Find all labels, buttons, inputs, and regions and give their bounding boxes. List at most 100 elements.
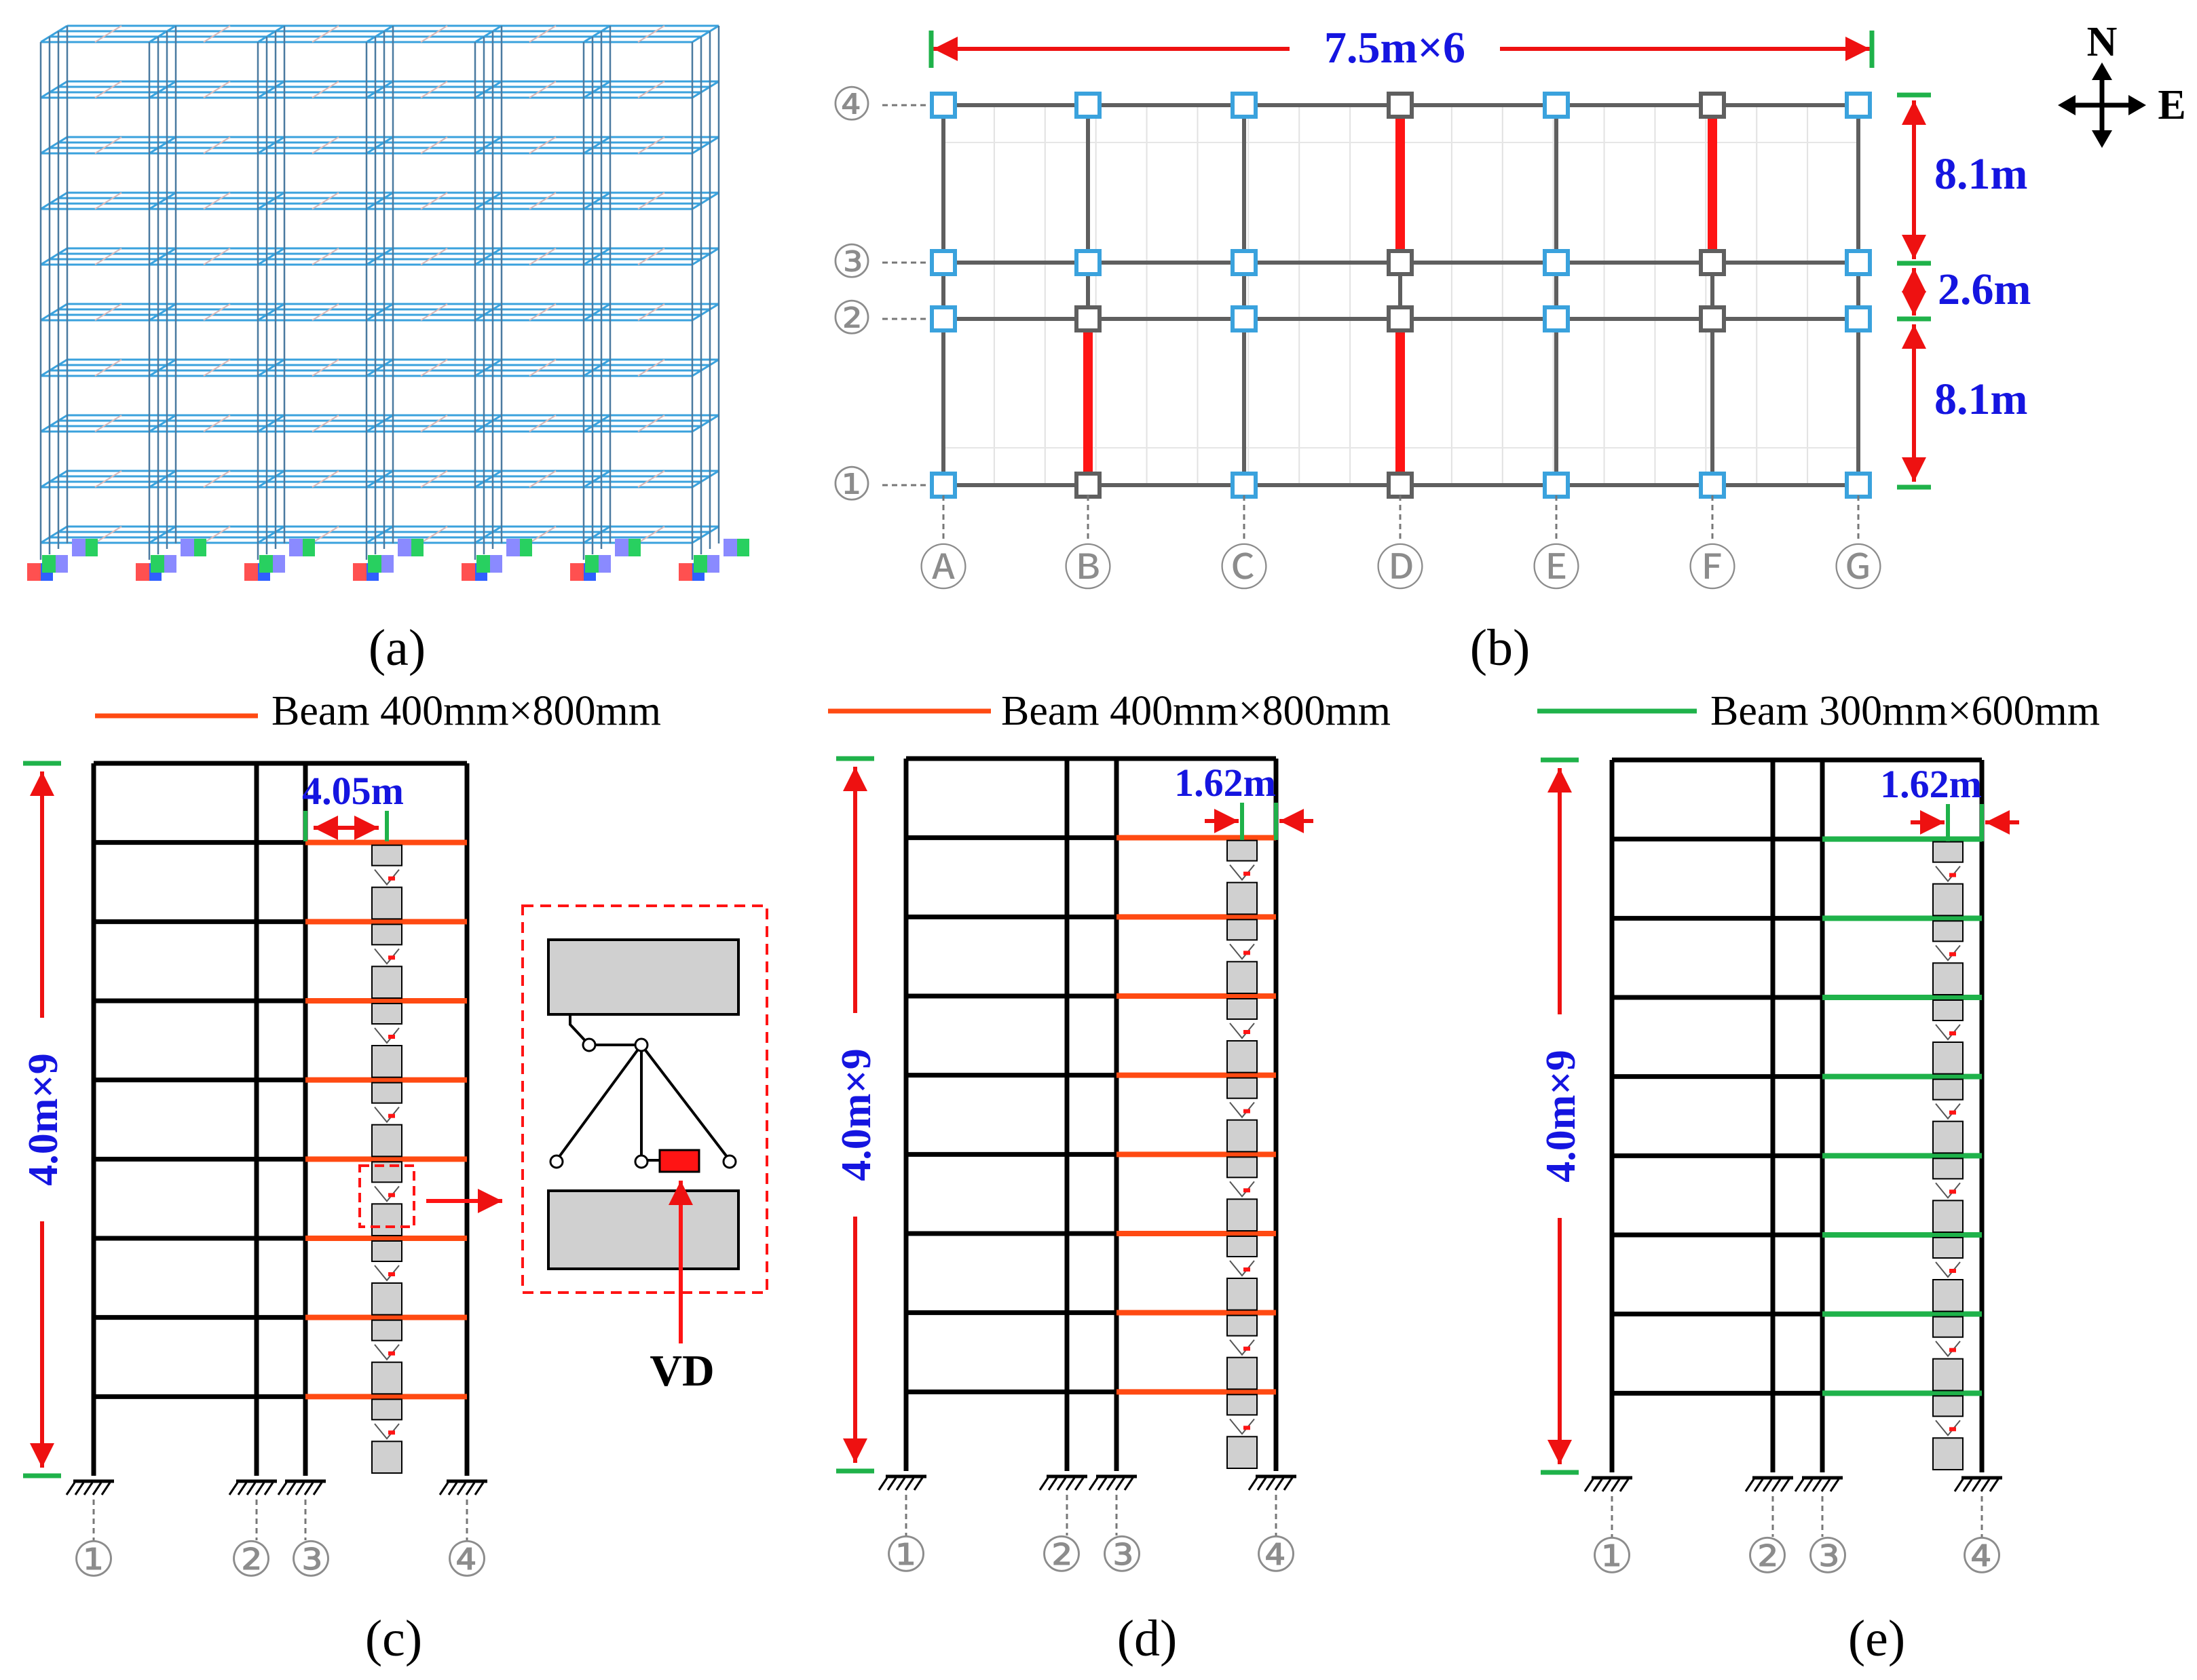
- detail-link: [555, 1044, 731, 1162]
- support-hatch: [1106, 1477, 1116, 1491]
- slab-line: [94, 248, 122, 265]
- row-axis-label: ①: [831, 459, 873, 510]
- foundation-block: [151, 555, 164, 573]
- slab-line: [529, 25, 557, 43]
- support-hatch: [1038, 1477, 1049, 1491]
- damper-vd: [1243, 951, 1250, 955]
- support-hatch: [74, 1482, 85, 1495]
- axis-label: ④: [445, 1533, 489, 1587]
- damper-box: [1932, 1158, 1964, 1180]
- plan-column: [1543, 472, 1570, 499]
- detail-label-vd: VD: [650, 1346, 714, 1396]
- plan-column: [1387, 249, 1414, 276]
- damper-link: [374, 1027, 400, 1044]
- damper-link: [1935, 1341, 1961, 1358]
- slab-line: [529, 470, 557, 488]
- frame-transverse-beam: [40, 24, 68, 43]
- support-hatch: [255, 1482, 265, 1495]
- frame-transverse-beam: [583, 303, 611, 322]
- slab-line: [529, 415, 557, 432]
- plan-column: [1074, 472, 1102, 499]
- foundation-block: [694, 555, 707, 573]
- support-hatch: [237, 1482, 248, 1495]
- support-hatch: [438, 1482, 449, 1495]
- slab-line: [637, 192, 665, 210]
- frame-transverse-beam: [40, 303, 68, 322]
- frame-transverse-beam: [583, 358, 611, 377]
- frame-transverse-beam: [366, 303, 394, 322]
- slab-line: [420, 192, 448, 210]
- support-hatch: [312, 1482, 323, 1495]
- frame-transverse-beam: [149, 247, 176, 266]
- damper-box: [371, 1440, 402, 1474]
- plan-column: [1543, 249, 1570, 276]
- damper-link: [1935, 1024, 1961, 1041]
- foundation-block: [56, 555, 68, 573]
- damper-link: [374, 1107, 400, 1124]
- frame-transverse-beam: [583, 80, 611, 99]
- support-hatch: [1953, 1478, 1964, 1492]
- foundation-block: [679, 563, 692, 581]
- slab-line: [203, 415, 231, 432]
- slab-line: [203, 192, 231, 210]
- slab-line: [94, 415, 122, 432]
- legend-e: Beam 300mm×600mm: [1710, 688, 2100, 734]
- foundation-block: [724, 539, 737, 556]
- damper-box: [1226, 1040, 1258, 1073]
- frame-transverse-beam: [474, 247, 502, 266]
- foundation-block: [27, 563, 41, 581]
- support-hatch: [1962, 1478, 1973, 1492]
- panel-a-3d-model: [27, 24, 749, 581]
- bay-label-top: 8.1m: [1934, 149, 2027, 199]
- plan-column: [1231, 92, 1258, 119]
- slab-line: [529, 136, 557, 154]
- plan-column: [1845, 472, 1872, 499]
- damper-box: [1932, 999, 1964, 1021]
- damper-vd: [1949, 1189, 1956, 1194]
- slab-line: [312, 526, 339, 543]
- damper-vd: [1949, 1031, 1956, 1035]
- frame-transverse-beam: [692, 247, 719, 266]
- damper-box: [371, 966, 402, 999]
- foundation-block: [164, 555, 176, 573]
- support-hatch: [1274, 1477, 1285, 1491]
- frame-transverse-beam: [149, 525, 176, 544]
- frame-transverse-beam: [692, 303, 719, 322]
- damper-box: [371, 1203, 402, 1237]
- axis-label: ②: [1746, 1529, 1790, 1584]
- bay-label-middle: 2.6m: [1938, 265, 2031, 314]
- foundation-block: [570, 563, 584, 581]
- row-axis-label: ③: [831, 236, 873, 288]
- damper-link: [1935, 1103, 1961, 1120]
- frame-transverse-beam: [257, 525, 285, 544]
- frame-transverse-beam: [474, 303, 502, 322]
- slab-line: [94, 81, 122, 98]
- height-label-bg: [835, 1013, 876, 1217]
- plan-column: [1699, 249, 1726, 276]
- slab-line: [312, 415, 339, 432]
- row-axis-label: ②: [831, 292, 873, 344]
- slab-line: [637, 526, 665, 543]
- frame-transverse-beam: [40, 136, 68, 155]
- caption-d: (d): [1117, 1610, 1178, 1667]
- frame-transverse-beam: [692, 525, 719, 544]
- frame-transverse-beam: [40, 191, 68, 210]
- damper-box: [1932, 1237, 1964, 1259]
- slab-line: [94, 470, 122, 488]
- plan-column: [1231, 249, 1258, 276]
- damper-box: [1932, 1200, 1964, 1234]
- support-hatch: [1583, 1478, 1594, 1492]
- foundation-block: [585, 555, 599, 573]
- foundation-block: [289, 539, 303, 556]
- foundation-block: [599, 555, 611, 573]
- foundation-block: [86, 539, 98, 556]
- slab-line: [312, 25, 339, 43]
- damper-link: [374, 948, 400, 965]
- detail-pin: [634, 1037, 649, 1052]
- support-hatch: [1097, 1477, 1108, 1491]
- slab-line: [420, 470, 448, 488]
- axis-label: ①: [884, 1528, 928, 1582]
- damper-box: [371, 1045, 402, 1078]
- slab-line: [203, 526, 231, 543]
- damper-vd: [1243, 1109, 1250, 1113]
